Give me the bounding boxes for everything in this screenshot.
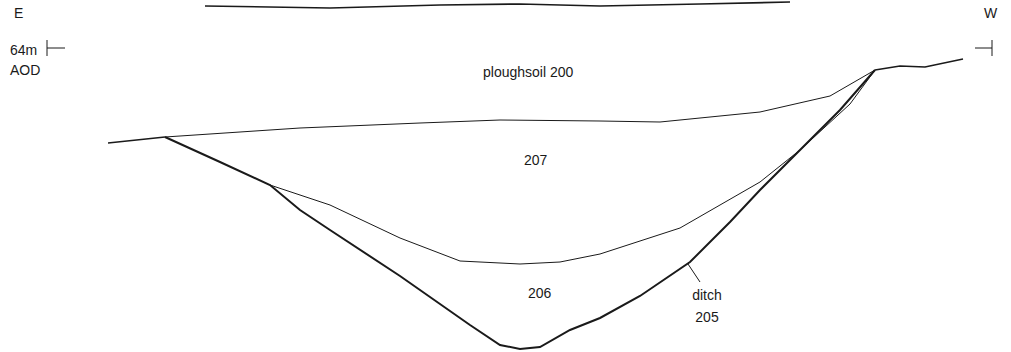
ground-surface — [205, 2, 790, 8]
orientation-letter: W — [984, 5, 997, 22]
cut-label: ditch 205 — [687, 284, 727, 328]
orientation-letter: E — [14, 5, 23, 22]
ditch-cut — [165, 70, 875, 349]
datum-tick — [975, 40, 992, 56]
fill-boundary — [270, 70, 875, 264]
layer-boundary — [165, 70, 875, 137]
natural-horizon — [108, 137, 165, 143]
natural-horizon — [875, 59, 963, 70]
leader-line — [688, 264, 700, 282]
context-number: 207 — [524, 152, 547, 169]
layer-label: ploughsoil 200 — [483, 64, 573, 81]
datum-tick — [47, 40, 65, 56]
context-number: 206 — [528, 285, 551, 302]
datum-level: 64m AOD — [10, 40, 44, 80]
